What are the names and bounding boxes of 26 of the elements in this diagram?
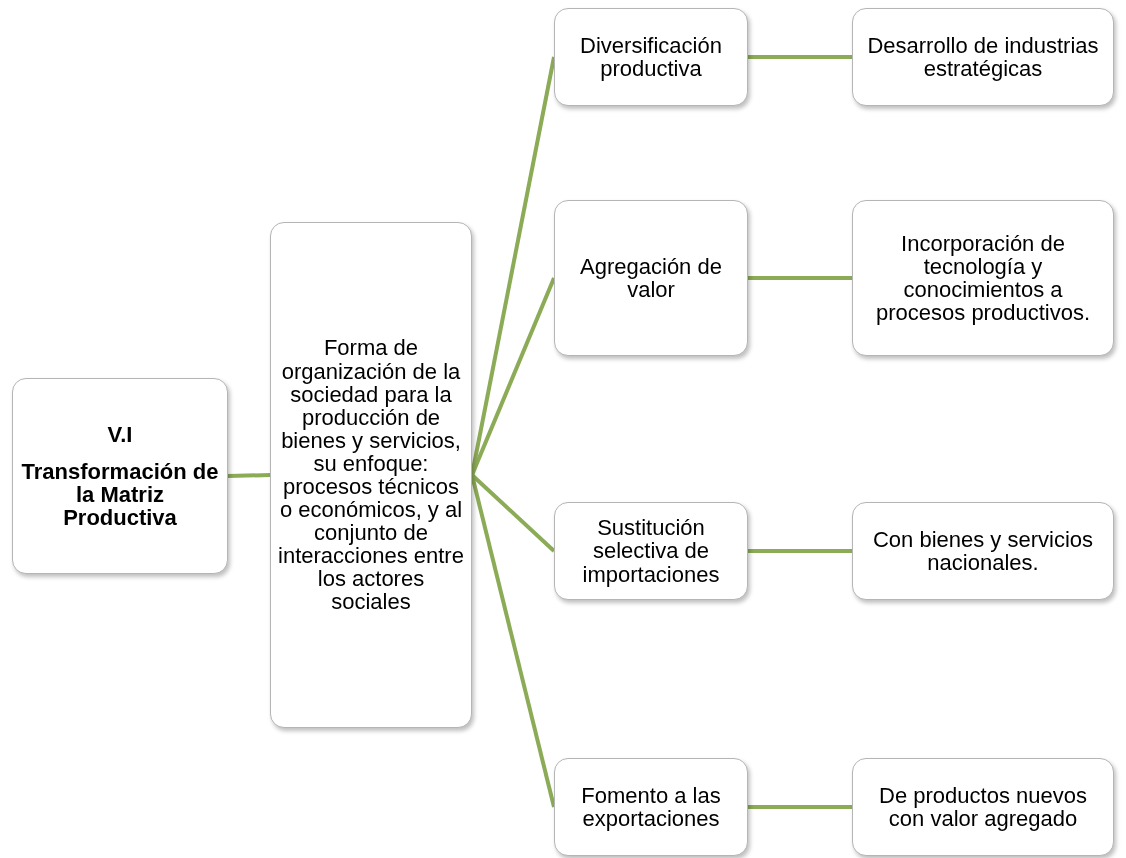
box-text: Fomento a las exportaciones <box>580 783 722 831</box>
box-text: Diversificación productiva <box>579 33 723 81</box>
rounded-box <box>852 502 1114 600</box>
box-text: Desarrollo de industrias estratégicas <box>866 33 1100 81</box>
rounded-box <box>270 222 472 728</box>
connector-line <box>748 55 852 59</box>
box-text: Agregación de valor <box>579 254 723 302</box>
connector-line <box>748 805 852 809</box>
box-text: Sustitución selectiva de importaciones <box>581 516 721 586</box>
rounded-box <box>554 502 748 600</box>
box-text: Transformación de la Matriz Productiva <box>20 459 220 530</box>
rounded-box <box>852 758 1114 856</box>
box-text: Forma de organización de la sociedad para la producción de bienes y servicios, su enfoque: procesos técnicos o económicos, y al conjunto de interacciones entre los actores sociales <box>277 336 465 614</box>
rounded-box <box>554 200 748 356</box>
connector-line <box>748 549 852 553</box>
rounded-box <box>12 378 228 574</box>
rounded-box <box>554 758 748 856</box>
box-text: De productos nuevos con valor agregado <box>878 783 1088 831</box>
box-text: Incorporación de tecnología y conocimientos a procesos productivos. <box>875 231 1091 325</box>
rounded-box <box>852 200 1114 356</box>
box-text: V.I <box>107 422 133 446</box>
connector-line <box>748 276 852 280</box>
rounded-box <box>554 8 748 106</box>
connector-line <box>227 473 271 478</box>
rounded-box <box>852 8 1114 106</box>
box-text: Con bienes y servicios nacionales. <box>871 527 1095 575</box>
